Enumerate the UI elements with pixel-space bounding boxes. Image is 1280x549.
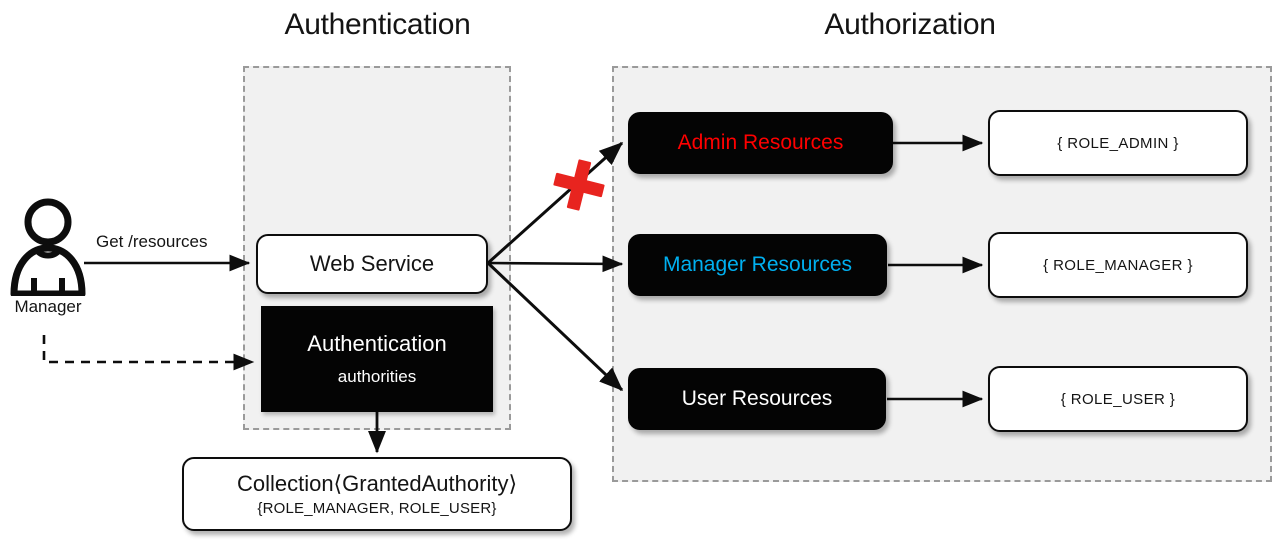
role-user-node[interactable]: { ROLE_USER } (988, 366, 1248, 432)
granted-authority-collection-node[interactable]: Collection⟨GrantedAuthority⟩ {ROLE_MANAG… (182, 457, 572, 531)
role-admin-node[interactable]: { ROLE_ADMIN } (988, 110, 1248, 176)
role-user-label: { ROLE_USER } (1060, 390, 1176, 408)
web-service-label: Web Service (309, 251, 435, 276)
red-cross-icon (552, 158, 606, 212)
authentication-authorities-node[interactable]: Authentication authorities (261, 306, 493, 412)
request-edge-label: Get /resources (96, 232, 208, 251)
role-admin-label: { ROLE_ADMIN } (1057, 134, 1179, 152)
role-manager-label: { ROLE_MANAGER } (1043, 256, 1193, 274)
web-service-node[interactable]: Web Service (256, 234, 488, 294)
collection-title: Collection⟨GrantedAuthority⟩ (236, 470, 518, 496)
authentication-node-subtitle: authorities (337, 367, 417, 386)
authentication-section-title: Authentication (284, 8, 471, 41)
user-resources-label: User Resources (681, 387, 833, 410)
collection-subtitle: {ROLE_MANAGER, ROLE_USER} (257, 499, 497, 517)
actor-label: Manager (14, 297, 82, 316)
admin-resources-node[interactable]: Admin Resources (628, 112, 893, 174)
user-icon (8, 196, 88, 298)
admin-resources-label: Admin Resources (677, 131, 844, 154)
authentication-node-title: Authentication (307, 331, 447, 356)
manager-resources-node[interactable]: Manager Resources (628, 234, 887, 296)
user-resources-node[interactable]: User Resources (628, 368, 886, 430)
role-manager-node[interactable]: { ROLE_MANAGER } (988, 232, 1248, 298)
manager-resources-label: Manager Resources (662, 253, 853, 276)
authorization-section-title: Authorization (824, 8, 996, 41)
